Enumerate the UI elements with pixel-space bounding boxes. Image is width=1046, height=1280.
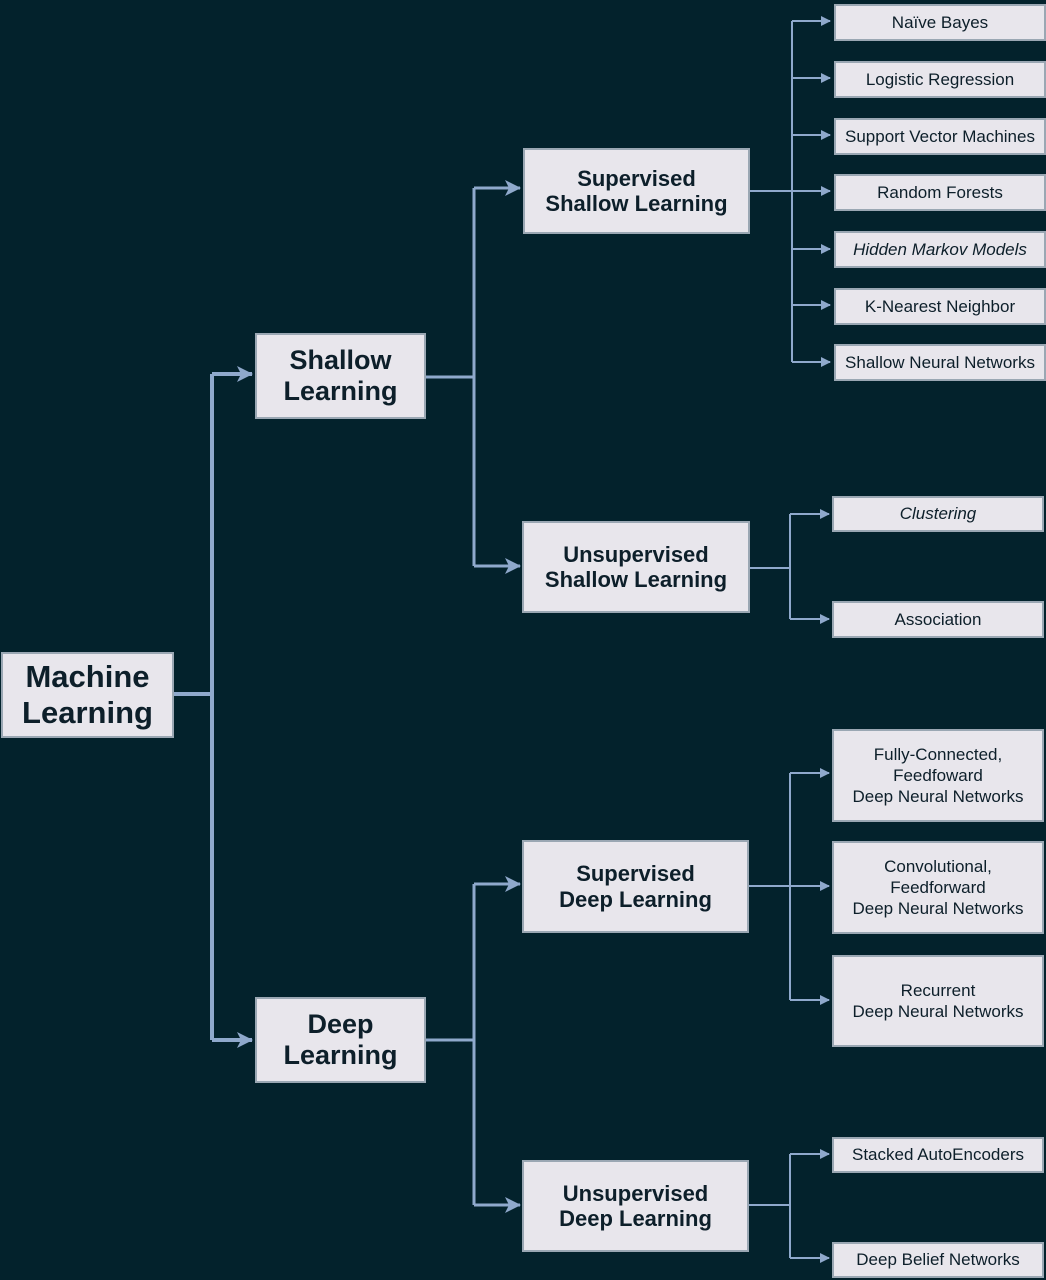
leaf-clustering: Clustering xyxy=(832,496,1044,532)
leaf-k-nearest-neighbor: K-Nearest Neighbor xyxy=(834,288,1046,325)
leaf-random-forests: Random Forests xyxy=(834,174,1046,211)
leaf-support-vector-machines: Support Vector Machines xyxy=(834,118,1046,155)
leaf-fully-connected-dnn: Fully-Connected, Feedfoward Deep Neural … xyxy=(832,729,1044,822)
node-supervised-deep-learning: Supervised Deep Learning xyxy=(522,840,749,933)
leaf-stacked-autoencoders: Stacked AutoEncoders xyxy=(832,1137,1044,1173)
node-machine-learning: Machine Learning xyxy=(1,652,174,738)
leaf-convolutional-dnn: Convolutional, Feedforward Deep Neural N… xyxy=(832,841,1044,934)
leaf-logistic-regression: Logistic Regression xyxy=(834,61,1046,98)
leaf-shallow-neural-networks: Shallow Neural Networks xyxy=(834,344,1046,381)
node-shallow-learning: Shallow Learning xyxy=(255,333,426,419)
node-unsupervised-shallow-learning: Unsupervised Shallow Learning xyxy=(522,521,750,613)
leaf-naive-bayes: Naïve Bayes xyxy=(834,4,1046,41)
leaf-recurrent-dnn: Recurrent Deep Neural Networks xyxy=(832,955,1044,1047)
leaf-hidden-markov-models: Hidden Markov Models xyxy=(834,231,1046,268)
leaf-deep-belief-networks: Deep Belief Networks xyxy=(832,1242,1044,1278)
leaf-association: Association xyxy=(832,601,1044,638)
node-deep-learning: Deep Learning xyxy=(255,997,426,1083)
node-supervised-shallow-learning: Supervised Shallow Learning xyxy=(523,148,750,234)
node-unsupervised-deep-learning: Unsupervised Deep Learning xyxy=(522,1160,749,1252)
